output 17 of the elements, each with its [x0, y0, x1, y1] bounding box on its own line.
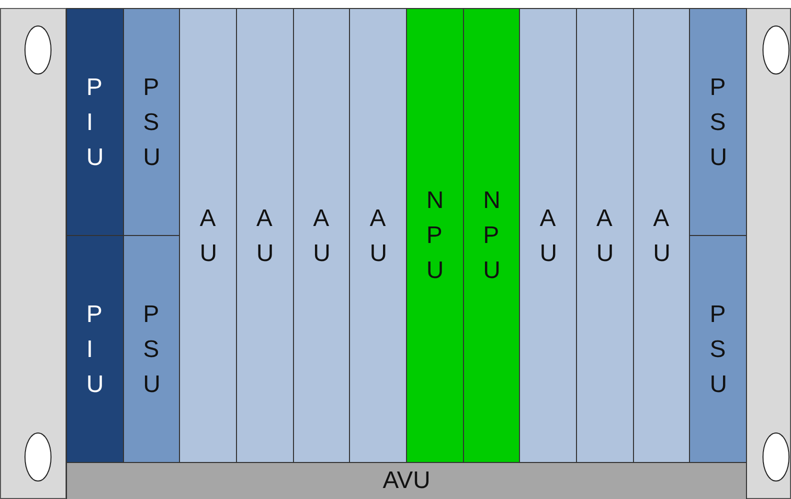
board-slot [236, 8, 294, 463]
board-slot [632, 8, 690, 463]
processing-slot [406, 8, 464, 463]
fan-unit-bar [66, 462, 747, 499]
board-slot [519, 8, 577, 463]
power-supply-slot [122, 235, 180, 463]
board-slot [179, 8, 237, 463]
board-slot [292, 8, 350, 463]
power-supply-slot [689, 8, 747, 236]
power-interface-slot [66, 235, 124, 463]
power-supply-slot [689, 235, 747, 463]
board-slot [349, 8, 407, 463]
board-slot [576, 8, 634, 463]
power-supply-slot [122, 8, 180, 236]
power-interface-slot [66, 8, 124, 236]
processing-slot [462, 8, 520, 463]
slot-label: AVU [382, 466, 430, 496]
